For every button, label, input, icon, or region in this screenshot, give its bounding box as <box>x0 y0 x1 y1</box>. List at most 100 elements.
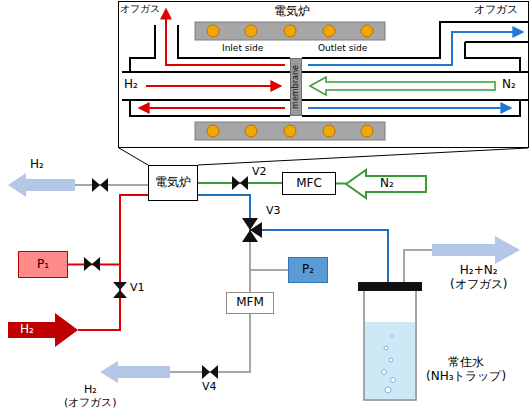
side-label: Inlet side <box>222 43 263 53</box>
gas-label: H₂ <box>20 323 34 337</box>
gas-label: H₂ <box>30 158 44 172</box>
valve-label: V4 <box>202 381 217 394</box>
node-text: MFC <box>296 177 322 191</box>
reactor-tubes <box>122 22 529 116</box>
furnace-inset-panel: 電気炉membrane <box>118 1 529 148</box>
pipe-connector <box>250 270 288 292</box>
heater-bars <box>284 125 296 137</box>
pressure-gauge: P₁ <box>18 251 68 278</box>
reactor-tubes <box>302 100 520 116</box>
heater-bars <box>284 25 296 37</box>
valve-label: V2 <box>252 166 267 179</box>
ammonia-trap <box>358 282 422 291</box>
ammonia-trap <box>364 290 416 400</box>
flow-arrows <box>140 107 285 109</box>
valve-symbol <box>113 290 127 298</box>
pipe-connector <box>198 195 250 292</box>
ammonia-trap <box>365 322 415 399</box>
node-text: P₂ <box>302 263 314 277</box>
piping <box>404 250 432 282</box>
heater-bars <box>323 25 335 37</box>
valve-symbol <box>210 365 218 379</box>
gas-label: H₂ <box>124 78 138 92</box>
ammonia-trap <box>385 387 391 393</box>
mfc-box: MFC <box>282 172 336 195</box>
heater-bars <box>207 25 373 137</box>
valve-symbol <box>92 178 100 192</box>
heater-bars <box>207 125 219 137</box>
heater-bars <box>361 25 373 37</box>
ammonia-trap <box>382 370 387 375</box>
piping <box>170 314 250 372</box>
offgas-label: H₂ (オフガス) <box>64 384 117 409</box>
ammonia-trap <box>389 358 393 362</box>
valve-symbol <box>84 176 262 379</box>
heater-bars <box>245 25 257 37</box>
ammonia-trap <box>390 334 394 338</box>
offgas-label: H₂+N₂ (オフガス) <box>450 264 507 292</box>
valve-label: V3 <box>266 205 281 218</box>
furnace-box: 電気炉 <box>148 165 198 201</box>
valve-label: V1 <box>130 282 145 295</box>
flow-arrows <box>146 85 280 87</box>
gas-arrows <box>8 173 75 197</box>
heater-bars <box>361 125 373 137</box>
offgas-label: オフガス <box>474 4 518 17</box>
reactor-tubes <box>122 71 290 73</box>
heater-bars <box>195 122 385 140</box>
node-text: MFM <box>236 296 264 310</box>
heater-bars <box>207 25 219 37</box>
gas-arrows <box>346 170 426 198</box>
ammonia-trap <box>391 378 396 383</box>
flow-arrows <box>140 10 522 108</box>
heater-bars <box>323 125 335 137</box>
reactor-tubes <box>302 99 529 101</box>
flow-arrows <box>166 10 285 65</box>
valve-symbol <box>250 222 262 238</box>
reactor-tubes <box>302 71 529 73</box>
node-text: P₁ <box>37 258 49 272</box>
valve-symbol <box>240 176 248 190</box>
ammonia-trap <box>382 334 396 393</box>
heater-bars <box>245 125 257 137</box>
ammonia-trap: 常住水 (NH₃トラップ) <box>358 282 422 402</box>
valve-symbol <box>84 257 92 271</box>
gas-arrows <box>8 170 520 383</box>
flow-arrows <box>310 77 495 95</box>
gas-arrows <box>432 236 520 264</box>
gas-arrows <box>100 361 170 383</box>
node-text: membrane <box>291 65 300 109</box>
reactor-tubes <box>302 22 529 58</box>
node-text: 電気炉 <box>155 176 191 190</box>
mfm-box: MFM <box>226 292 274 314</box>
node-text: 常住水 (NH₃トラップ) <box>426 356 506 384</box>
ammonia-trap <box>358 282 422 400</box>
ammonia-trap <box>384 346 388 350</box>
pipe-connector <box>198 195 388 282</box>
pipe-connector <box>119 148 528 165</box>
piping <box>75 184 148 186</box>
valve-symbol <box>202 365 210 379</box>
flow-arrows <box>308 32 522 65</box>
reactor-tubes <box>130 100 290 116</box>
valve-symbol <box>113 282 127 290</box>
valve-symbol <box>232 176 240 190</box>
side-label: Outlet side <box>318 43 367 53</box>
reactor-tubes <box>465 42 520 72</box>
piping <box>78 264 120 330</box>
reactor-tubes <box>122 99 290 101</box>
flow-arrows <box>308 107 510 109</box>
gas-label: N₂ <box>502 78 516 92</box>
reactor-tubes <box>178 25 290 58</box>
pressure-gauge: P₂ <box>288 257 328 283</box>
membrane: membrane <box>290 58 302 116</box>
piping <box>336 183 346 185</box>
valve-symbol <box>92 257 100 271</box>
pipe-connector <box>68 195 148 265</box>
gas-label: N₂ <box>380 177 394 191</box>
heater-bars <box>195 22 385 40</box>
reactor-tubes <box>130 25 155 72</box>
reactor-tubes <box>465 41 529 43</box>
heater-bars <box>195 22 385 140</box>
